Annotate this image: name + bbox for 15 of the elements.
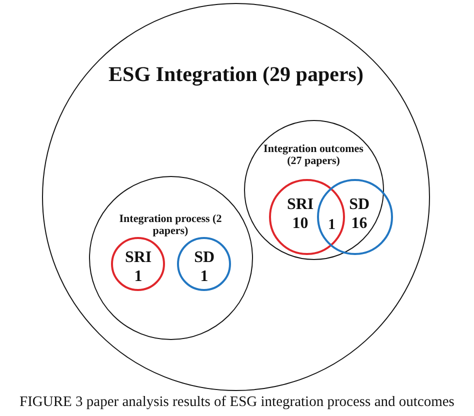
circle xyxy=(317,179,394,256)
circle xyxy=(177,237,232,292)
circle xyxy=(111,237,166,292)
overlap-count: 1 xyxy=(328,217,336,234)
circle-label: SRI 10 xyxy=(286,196,315,234)
circle-label: SD 16 xyxy=(348,196,371,234)
circle-label: SRI 1 xyxy=(124,249,153,286)
circle xyxy=(88,176,252,340)
circle xyxy=(42,3,430,391)
circle-label: Integration process (2 papers) xyxy=(118,212,223,238)
circle-label: SD 1 xyxy=(193,249,216,286)
circle-heading: ESG Integration (29 papers) xyxy=(108,62,364,86)
circle xyxy=(269,179,346,256)
circle-label: Integration outcomes (27 papers) xyxy=(262,142,364,168)
figure-caption: FIGURE 3 paper analysis results of ESG integration process and outcomes xyxy=(18,394,456,411)
